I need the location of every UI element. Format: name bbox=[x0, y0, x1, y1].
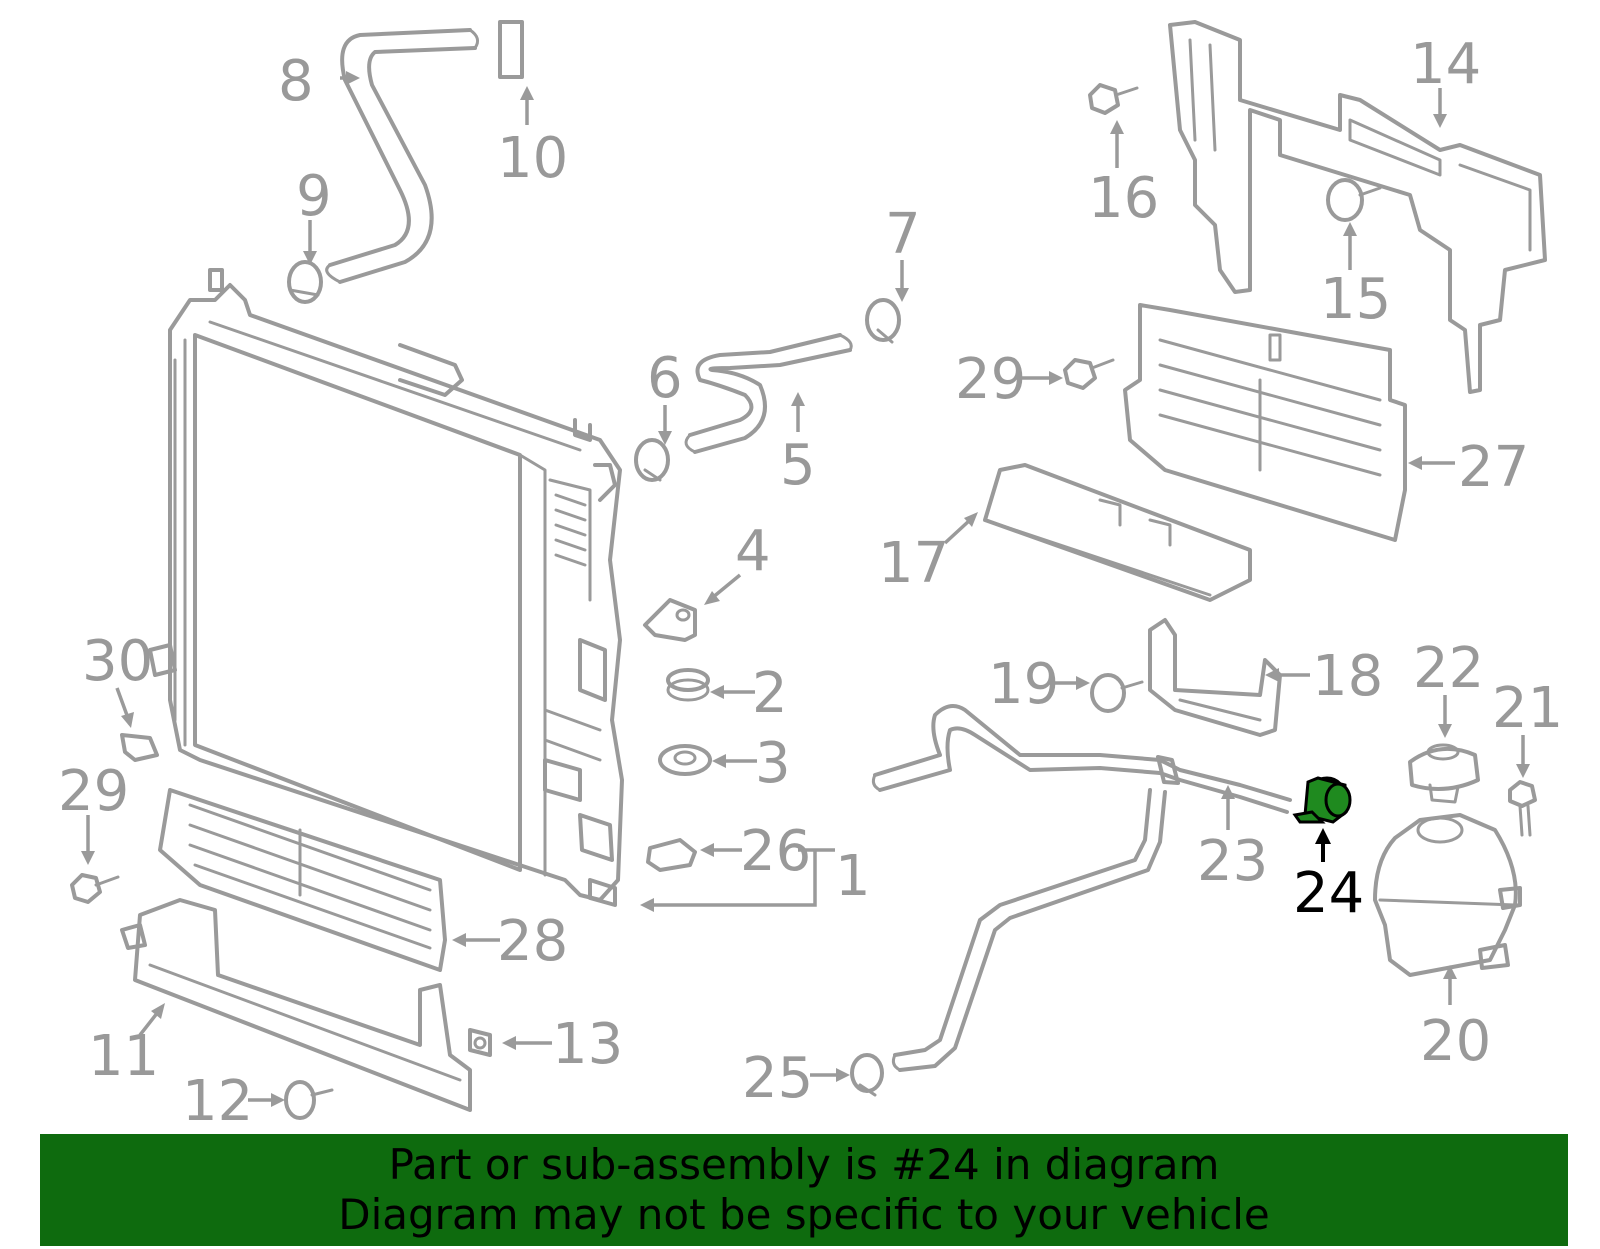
label-15[interactable]: 15 bbox=[1320, 267, 1391, 332]
label-19[interactable]: 19 bbox=[988, 652, 1059, 717]
sensor-26 bbox=[646, 838, 697, 872]
bolt-29-right bbox=[1063, 358, 1115, 390]
label-4[interactable]: 4 bbox=[735, 519, 771, 584]
label-24-highlighted[interactable]: 24 bbox=[1293, 861, 1364, 926]
coolant-reservoir bbox=[1373, 813, 1522, 977]
lower-air-shutter bbox=[158, 788, 447, 972]
label-8[interactable]: 8 bbox=[278, 49, 314, 114]
label-18[interactable]: 18 bbox=[1312, 644, 1383, 709]
radiator bbox=[168, 268, 624, 907]
label-30[interactable]: 30 bbox=[82, 629, 153, 694]
bolt-21 bbox=[1508, 780, 1537, 837]
push-pin-12 bbox=[284, 1080, 334, 1120]
hose-clamp-7 bbox=[865, 298, 901, 344]
mount-bracket-4 bbox=[643, 598, 697, 642]
bolt-29-left bbox=[70, 873, 120, 904]
label-12[interactable]: 12 bbox=[182, 1069, 253, 1134]
info-banner: Part or sub-assembly is #24 in diagram D… bbox=[40, 1134, 1568, 1246]
label-11[interactable]: 11 bbox=[88, 1024, 159, 1089]
label-23[interactable]: 23 bbox=[1197, 829, 1268, 894]
hose-clamp-25 bbox=[850, 1053, 884, 1097]
label-17[interactable]: 17 bbox=[878, 531, 949, 596]
upper-radiator-hose bbox=[325, 28, 480, 284]
clip-30 bbox=[120, 643, 177, 762]
label-29-right[interactable]: 29 bbox=[955, 347, 1026, 412]
label-25[interactable]: 25 bbox=[742, 1046, 813, 1111]
label-2[interactable]: 2 bbox=[752, 661, 788, 726]
nut-13 bbox=[468, 1028, 492, 1057]
hose-clamp-6 bbox=[634, 438, 670, 482]
surge-tank-hose bbox=[871, 704, 1292, 1072]
label-1[interactable]: 1 bbox=[835, 844, 871, 909]
label-22[interactable]: 22 bbox=[1413, 636, 1484, 701]
callout-arrow-24 bbox=[1315, 828, 1331, 862]
label-27[interactable]: 27 bbox=[1458, 435, 1529, 500]
insulator-3 bbox=[658, 744, 712, 776]
part-labels: 8 10 9 7 6 5 4 2 3 26 1 30 29 28 11 12 1… bbox=[58, 32, 1563, 1134]
lower-deflector bbox=[120, 898, 472, 1112]
label-26[interactable]: 26 bbox=[740, 819, 811, 884]
banner-line-2: Diagram may not be specific to your vehi… bbox=[338, 1190, 1270, 1239]
label-16[interactable]: 16 bbox=[1088, 166, 1159, 231]
label-5[interactable]: 5 bbox=[780, 433, 816, 498]
label-21[interactable]: 21 bbox=[1492, 676, 1563, 741]
push-pin-15 bbox=[1326, 178, 1382, 222]
reservoir-cap bbox=[1408, 743, 1480, 804]
hose-clamp-24-highlighted[interactable] bbox=[1292, 776, 1352, 824]
callout-arrows bbox=[81, 71, 1530, 1107]
label-10[interactable]: 10 bbox=[497, 126, 568, 191]
label-20[interactable]: 20 bbox=[1420, 1009, 1491, 1074]
label-14[interactable]: 14 bbox=[1410, 32, 1481, 97]
label-3[interactable]: 3 bbox=[755, 731, 791, 796]
label-28[interactable]: 28 bbox=[497, 909, 568, 974]
hose-bracket bbox=[498, 20, 524, 79]
hose-clamp-9 bbox=[287, 260, 323, 304]
label-7[interactable]: 7 bbox=[885, 202, 921, 267]
upper-air-shutter bbox=[1123, 303, 1407, 542]
label-29-left[interactable]: 29 bbox=[58, 759, 129, 824]
banner-line-1: Part or sub-assembly is #24 in diagram bbox=[388, 1140, 1220, 1189]
push-pin-19 bbox=[1090, 673, 1144, 713]
bolt-16 bbox=[1088, 83, 1139, 115]
air-baffle-18 bbox=[1148, 618, 1282, 737]
upper-support-14 bbox=[1168, 20, 1547, 394]
air-baffle-17 bbox=[983, 463, 1252, 602]
label-6[interactable]: 6 bbox=[647, 346, 683, 411]
insulator-2 bbox=[666, 668, 710, 702]
label-13[interactable]: 13 bbox=[552, 1012, 623, 1077]
lower-radiator-hose bbox=[684, 333, 853, 454]
label-9[interactable]: 9 bbox=[296, 164, 332, 229]
